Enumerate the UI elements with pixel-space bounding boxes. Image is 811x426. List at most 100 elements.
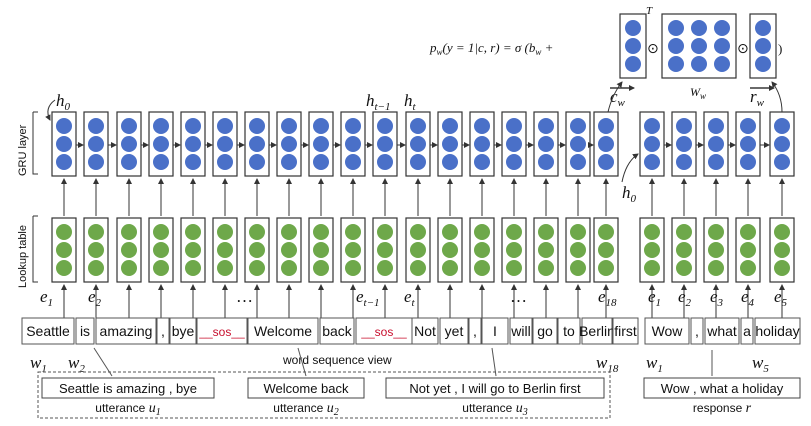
svg-text:back: back [322,323,353,339]
embedding-label: e18 [598,287,617,309]
gru-cell [276,111,302,177]
svg-text:I: I [493,323,497,339]
svg-text:__sos__: __sos__ [198,325,245,339]
context-word-box: to [557,317,581,345]
lookup-cell [148,217,174,283]
response-gru-cell [735,111,761,177]
lookup-cell [83,217,109,283]
svg-text:first: first [614,323,637,339]
svg-text:yet: yet [445,323,464,339]
svg-text:bye: bye [172,323,195,339]
svg-text:go: go [537,323,553,339]
response-gru-cell [639,111,665,177]
svg-text:Seattle is amazing , bye: Seattle is amazing , bye [59,381,197,396]
svg-text:Berlin: Berlin [579,323,615,339]
svg-text:utterance u1: utterance u1 [95,401,160,418]
svg-text:response r: response r [693,401,752,416]
svg-text:will: will [510,323,530,339]
h0-response-arrow [621,153,639,183]
svg-text:Welcome back: Welcome back [263,381,349,396]
u3-pointer [491,347,497,377]
lookup-cell [565,217,591,283]
response-vector-rw: ) rw [749,13,782,109]
gru-cell [372,111,398,177]
utterance-1: Seattle is amazing , bye utterance u1 [41,377,215,418]
gru-bracket [32,111,38,175]
gru-cell [469,111,495,177]
transpose-mark: T [646,5,653,17]
response-gru-cell [671,111,697,177]
gru-cell [437,111,463,177]
response-word-box: a [740,317,754,345]
gru-cell [148,111,174,177]
svg-text:utterance u3: utterance u3 [462,401,527,418]
u1-pointer [93,347,113,377]
ht-label: ht [404,91,417,113]
response-lookup-cell [735,217,761,283]
svg-text:): ) [778,41,782,56]
embedding-label: e2 [678,287,692,309]
response-word-box: , [690,317,704,345]
lookup-cell [372,217,398,283]
response-gru-cell [703,111,729,177]
svg-text:amazing: amazing [100,323,153,339]
lookup-table-label: Lookup table [17,225,29,288]
context-word-box: , [156,317,170,345]
ht-minus-1-label: ht−1 [366,91,390,113]
cw-label: cw [610,87,626,109]
response-word-box: Wow [644,317,690,345]
svg-text:what: what [706,323,737,339]
lookup-cell [116,217,142,283]
h0-response-label: h0 [622,183,637,205]
gru-cell [116,111,142,177]
lookup-cell [51,217,77,283]
context-word-box: first [612,317,639,345]
response-lookup-cell [639,217,665,283]
context-word-box: __sos__ [355,317,413,345]
svg-text:pw(y = 1|c, r) = σ (bw +: pw(y = 1|c, r) = σ (bw + [429,40,553,57]
svg-text:to: to [563,323,575,339]
h0-arrow [45,99,56,121]
embedding-label: et [404,287,416,309]
response-w5-label: w5 [752,353,769,375]
response-lookup-cell [703,217,729,283]
hadamard-op-1: ⊙ [647,40,659,56]
gru-layer-label: GRU layer [17,124,29,176]
svg-text:Seattle: Seattle [26,323,70,339]
gru-cell [244,111,270,177]
cw-connector [607,81,623,113]
embedding-label: e1 [40,287,53,309]
context-word-box: , [468,317,482,345]
response-w1-label: w1 [646,353,663,375]
lookup-cell [340,217,366,283]
response-lookup-cell [671,217,697,283]
gru-cell [83,111,109,177]
context-word-box: Not [411,317,439,345]
context-dashed-box [37,371,611,419]
gru-cell [340,111,366,177]
hadamard-op-2: ⊙ [737,40,749,56]
gru-cell [501,111,527,177]
svg-text:,: , [161,323,165,339]
lookup-cell [276,217,302,283]
response-word-box: holiday [754,317,801,345]
lookup-cell [533,217,559,283]
context-word-box: yet [439,317,469,345]
gru-cell [212,111,238,177]
lookup-cell [405,217,431,283]
context-word-box: will [509,317,533,345]
embedding-label: et−1 [356,287,380,309]
response-gru-cell [769,111,795,177]
rw-label: rw [750,87,765,109]
context-word-box: go [532,317,558,345]
response-word-box: what [704,317,740,345]
lookup-bracket [32,215,38,283]
embedding-label: e5 [774,287,788,309]
rw-connector [771,81,783,113]
context-word-box: back [319,317,355,345]
lookup-cell [244,217,270,283]
svg-text:Wow , what a holiday: Wow , what a holiday [661,381,784,396]
h0-label: h0 [56,91,71,113]
context-word-box: Berlin [579,317,615,345]
